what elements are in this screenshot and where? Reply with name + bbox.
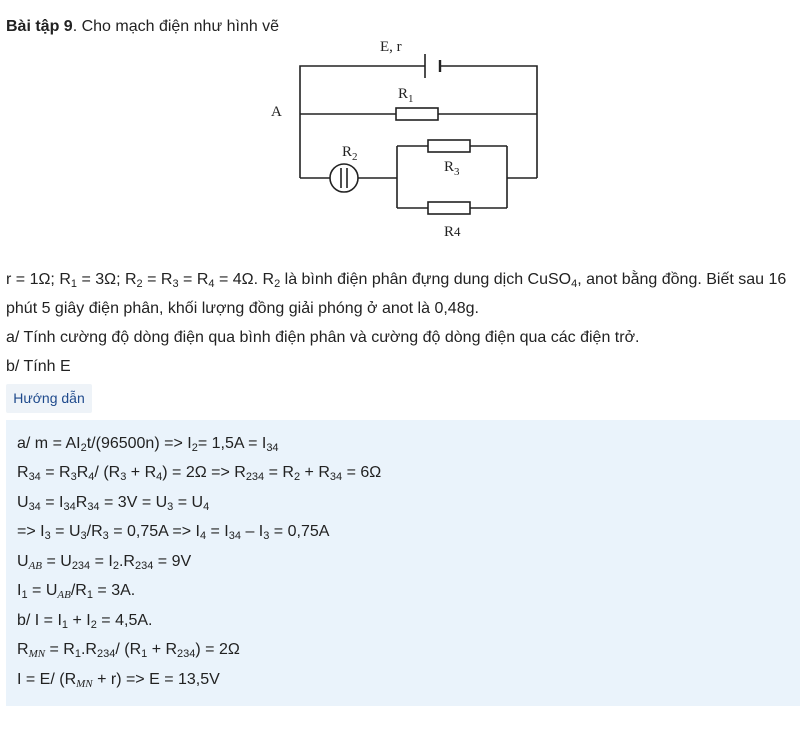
solution-line: I1 = UAB/R1 = 3A. [17, 582, 136, 601]
question-a: a/ Tính cường độ dòng điện qua bình điện… [6, 329, 640, 346]
solution-line: UAB = U234 = I2.R234 = 9V [17, 553, 192, 572]
node-a-label: A [271, 104, 282, 120]
emf-label: E, r [380, 39, 402, 55]
solution-panel: a/ m = AI2t/(96500n) => I2= 1,5A = I34 R… [6, 420, 800, 706]
problem-given: r = 1Ω; R1 = 3Ω; R2 = R3 = R4 = 4Ω. R2 l… [6, 271, 787, 317]
exercise-intro: . Cho mạch điện như hình vẽ [72, 18, 280, 35]
r3-label: R3 [444, 159, 460, 178]
solution-line: b/ I = I1 + I2 = 4,5A. [17, 612, 153, 631]
solution-line: a/ m = AI2t/(96500n) => I2= 1,5A = I34 [17, 435, 279, 454]
solution-line: R34 = R3R4/ (R3 + R4) = 2Ω => R234 = R2 … [17, 464, 382, 483]
r1-label: R1 [398, 86, 414, 105]
exercise-title: Bài tập 9. Cho mạch điện như hình vẽ [6, 16, 279, 38]
problem-statement: r = 1Ω; R1 = 3Ω; R2 = R3 = R4 = 4Ω. R2 l… [6, 265, 794, 381]
question-b: b/ Tính E [6, 358, 71, 375]
r2-label: R2 [342, 144, 358, 163]
exercise-number: Bài tập 9 [6, 18, 73, 35]
solution-line: RMN = R1.R234/ (R1 + R234) = 2Ω [17, 641, 240, 660]
solution-line: => I3 = U3/R3 = 0,75A => I4 = I34 – I3 =… [17, 523, 330, 542]
hint-button[interactable]: Hướng dẫn [6, 384, 92, 413]
r4-label: R4 [444, 224, 461, 240]
circuit-diagram: E, r A R1 R2 R3 R4 [271, 39, 538, 240]
solution-line: I = E/ (RMN + r) => E = 13,5V [17, 671, 220, 690]
solution-line: U34 = I34R34 = 3V = U3 = U4 [17, 494, 210, 513]
